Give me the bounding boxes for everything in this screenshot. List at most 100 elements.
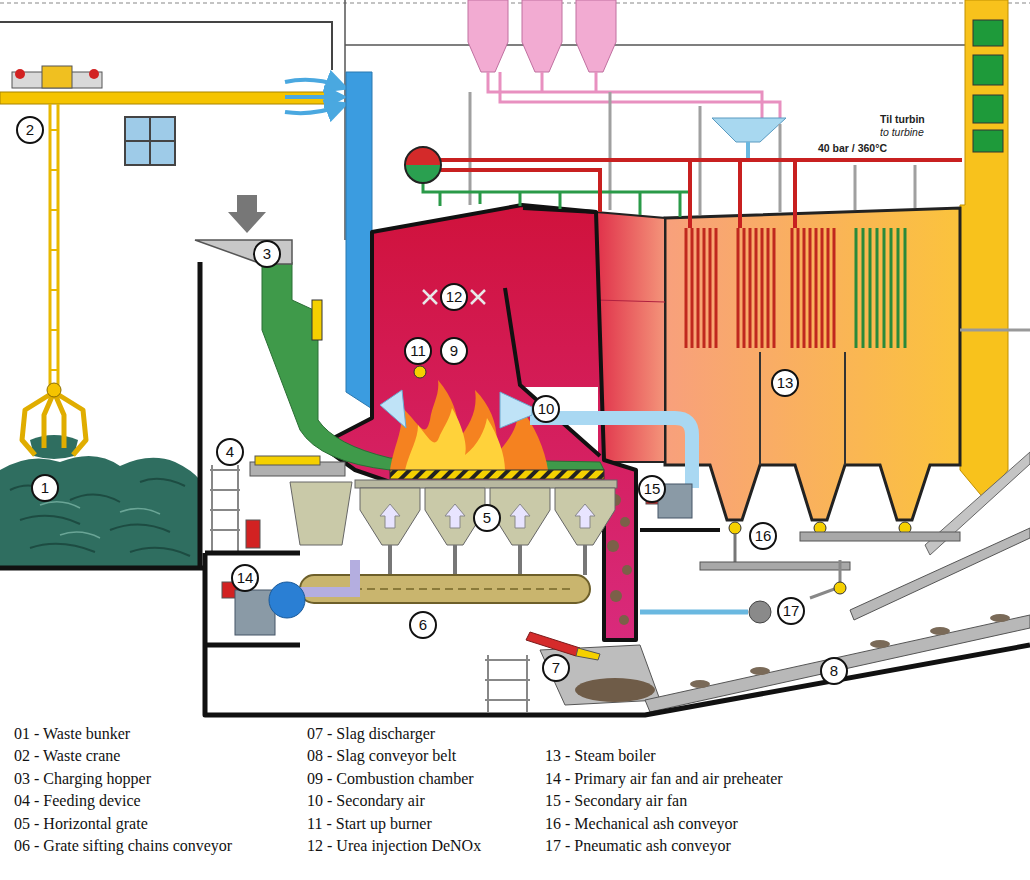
- callout-number: 14: [231, 564, 259, 592]
- primary-air-duct: [300, 560, 355, 592]
- key-entry: 16 - Mechanical ash conveyor: [545, 814, 738, 833]
- grate-frame: [355, 480, 617, 488]
- callout-number: 1: [31, 474, 59, 502]
- callout-number-text: 11: [410, 339, 426, 363]
- ash-valve: [729, 522, 741, 534]
- key-entry: 12 - Urea injection DeNOx: [307, 836, 481, 855]
- feeder-ram: [255, 456, 320, 465]
- economizer-tubes: [856, 228, 905, 348]
- evaporator-tubes: [792, 228, 834, 348]
- air-intake-arrow: [285, 95, 338, 99]
- primary-air-fan: [269, 582, 305, 618]
- steam-boiler: [665, 208, 960, 520]
- slag: [750, 667, 770, 675]
- key-entry-text: 07 - Slag discharger: [307, 724, 435, 743]
- callout-number-text: 7: [552, 656, 560, 680]
- air-arrow: [510, 504, 530, 528]
- steam-spec-label: 40 bar / 360°C: [818, 142, 887, 155]
- callout-number-text: 14: [237, 566, 254, 590]
- ash-fall: [610, 590, 622, 602]
- key-entry: 10 - Secondary air: [307, 791, 425, 810]
- key-entry: 04 - Feeding device: [14, 791, 141, 810]
- callout-number: 8: [820, 657, 848, 685]
- callout-number-text: 9: [450, 339, 458, 363]
- burner-symbol: [414, 366, 426, 378]
- crane-rail: [0, 92, 330, 104]
- bunker-wall: [0, 262, 205, 568]
- ash-valve: [834, 582, 846, 594]
- callout-number: 5: [473, 504, 501, 532]
- key-entry: 13 - Steam boiler: [545, 746, 656, 765]
- callout-number-text: 5: [483, 506, 491, 530]
- window: [125, 117, 175, 165]
- key-entry: 14 - Primary air fan and air preheater: [545, 769, 783, 788]
- air-arrow: [445, 504, 465, 528]
- reagent-silo: [522, 0, 562, 72]
- callout-number-text: 12: [446, 285, 463, 309]
- reagent-pipe: [488, 72, 780, 118]
- key-entry-text: 16 - Mechanical ash conveyor: [545, 814, 738, 833]
- grate-hopper: [360, 488, 420, 545]
- callout-number: 17: [777, 597, 805, 625]
- reagent-silo: [576, 0, 616, 72]
- crane-grab: [22, 392, 86, 455]
- key-entry-text: 12 - Urea injection DeNOx: [307, 836, 481, 855]
- callout-number: 16: [749, 522, 777, 550]
- reagent-pipe: [746, 142, 750, 160]
- callout-number: 4: [216, 438, 244, 466]
- crane-wheel: [89, 69, 99, 79]
- slag: [575, 678, 655, 702]
- mechanical-ash-conveyor: [700, 562, 850, 570]
- key-entry-text: 09 - Combustion chamber: [307, 769, 474, 788]
- ash-fall: [620, 517, 630, 527]
- key-entry: 09 - Combustion chamber: [307, 769, 474, 788]
- steam-drum: [405, 147, 441, 165]
- steam-spec-label-text: 40 bar / 360°C: [818, 142, 887, 155]
- grate-hopper: [555, 488, 615, 545]
- chute-gate: [312, 300, 322, 340]
- key-entry-text: 06 - Grate sifting chains conveyor: [14, 836, 232, 855]
- air-nozzle: [380, 390, 406, 428]
- key-entry-text: 17 - Pneumatic ash conveyor: [545, 836, 731, 855]
- crane-motor: [42, 66, 72, 88]
- building-outline: [0, 22, 332, 70]
- key-entry: 03 - Charging hopper: [14, 769, 151, 788]
- callout-number-text: 10: [538, 397, 555, 421]
- sifting-chute: [390, 545, 585, 575]
- key-entry-text: 10 - Secondary air: [307, 791, 425, 810]
- callout-number: 6: [409, 611, 437, 639]
- key-entry-text: 13 - Steam boiler: [545, 746, 656, 765]
- crane-cable: [50, 104, 58, 385]
- floor: [205, 553, 1030, 715]
- callout-number: 15: [638, 475, 666, 503]
- flue-gas-cleaning: [973, 20, 1003, 46]
- air-intake-arrow: [285, 80, 340, 86]
- key-entry-text: 14 - Primary air fan and air preheater: [545, 769, 783, 788]
- grab-load: [30, 435, 78, 459]
- air-arrow: [380, 504, 400, 528]
- destination-label: to turbine: [880, 126, 924, 139]
- callout-number-text: 8: [830, 659, 838, 683]
- building-outline: [345, 0, 965, 240]
- air-intake-arrow: [285, 106, 340, 113]
- destination-label-text: Til turbin: [880, 113, 925, 126]
- destination-label-text: to turbine: [880, 126, 924, 139]
- crane-wheel: [15, 69, 25, 79]
- key-entry-text: 11 - Start up burner: [307, 814, 432, 833]
- key-entry: 07 - Slag discharger: [307, 724, 435, 743]
- flue-gas-cleaning: [973, 130, 1003, 152]
- ash-fall: [622, 565, 632, 575]
- slag-conveyor: [645, 615, 1030, 712]
- callout-number-text: 17: [783, 599, 800, 623]
- key-entry: 17 - Pneumatic ash conveyor: [545, 836, 731, 855]
- slag: [690, 680, 710, 688]
- superheater-tubes: [738, 228, 774, 348]
- key-entry-text: 01 - Waste bunker: [14, 724, 130, 743]
- waste-pile: [0, 456, 200, 568]
- key-entry: 05 - Horizontal grate: [14, 814, 148, 833]
- key-entry-text: 05 - Horizontal grate: [14, 814, 148, 833]
- key-entry: 08 - Slag conveyor belt: [307, 746, 456, 765]
- steam-drum: [405, 165, 441, 183]
- callout-number: 12: [440, 283, 468, 311]
